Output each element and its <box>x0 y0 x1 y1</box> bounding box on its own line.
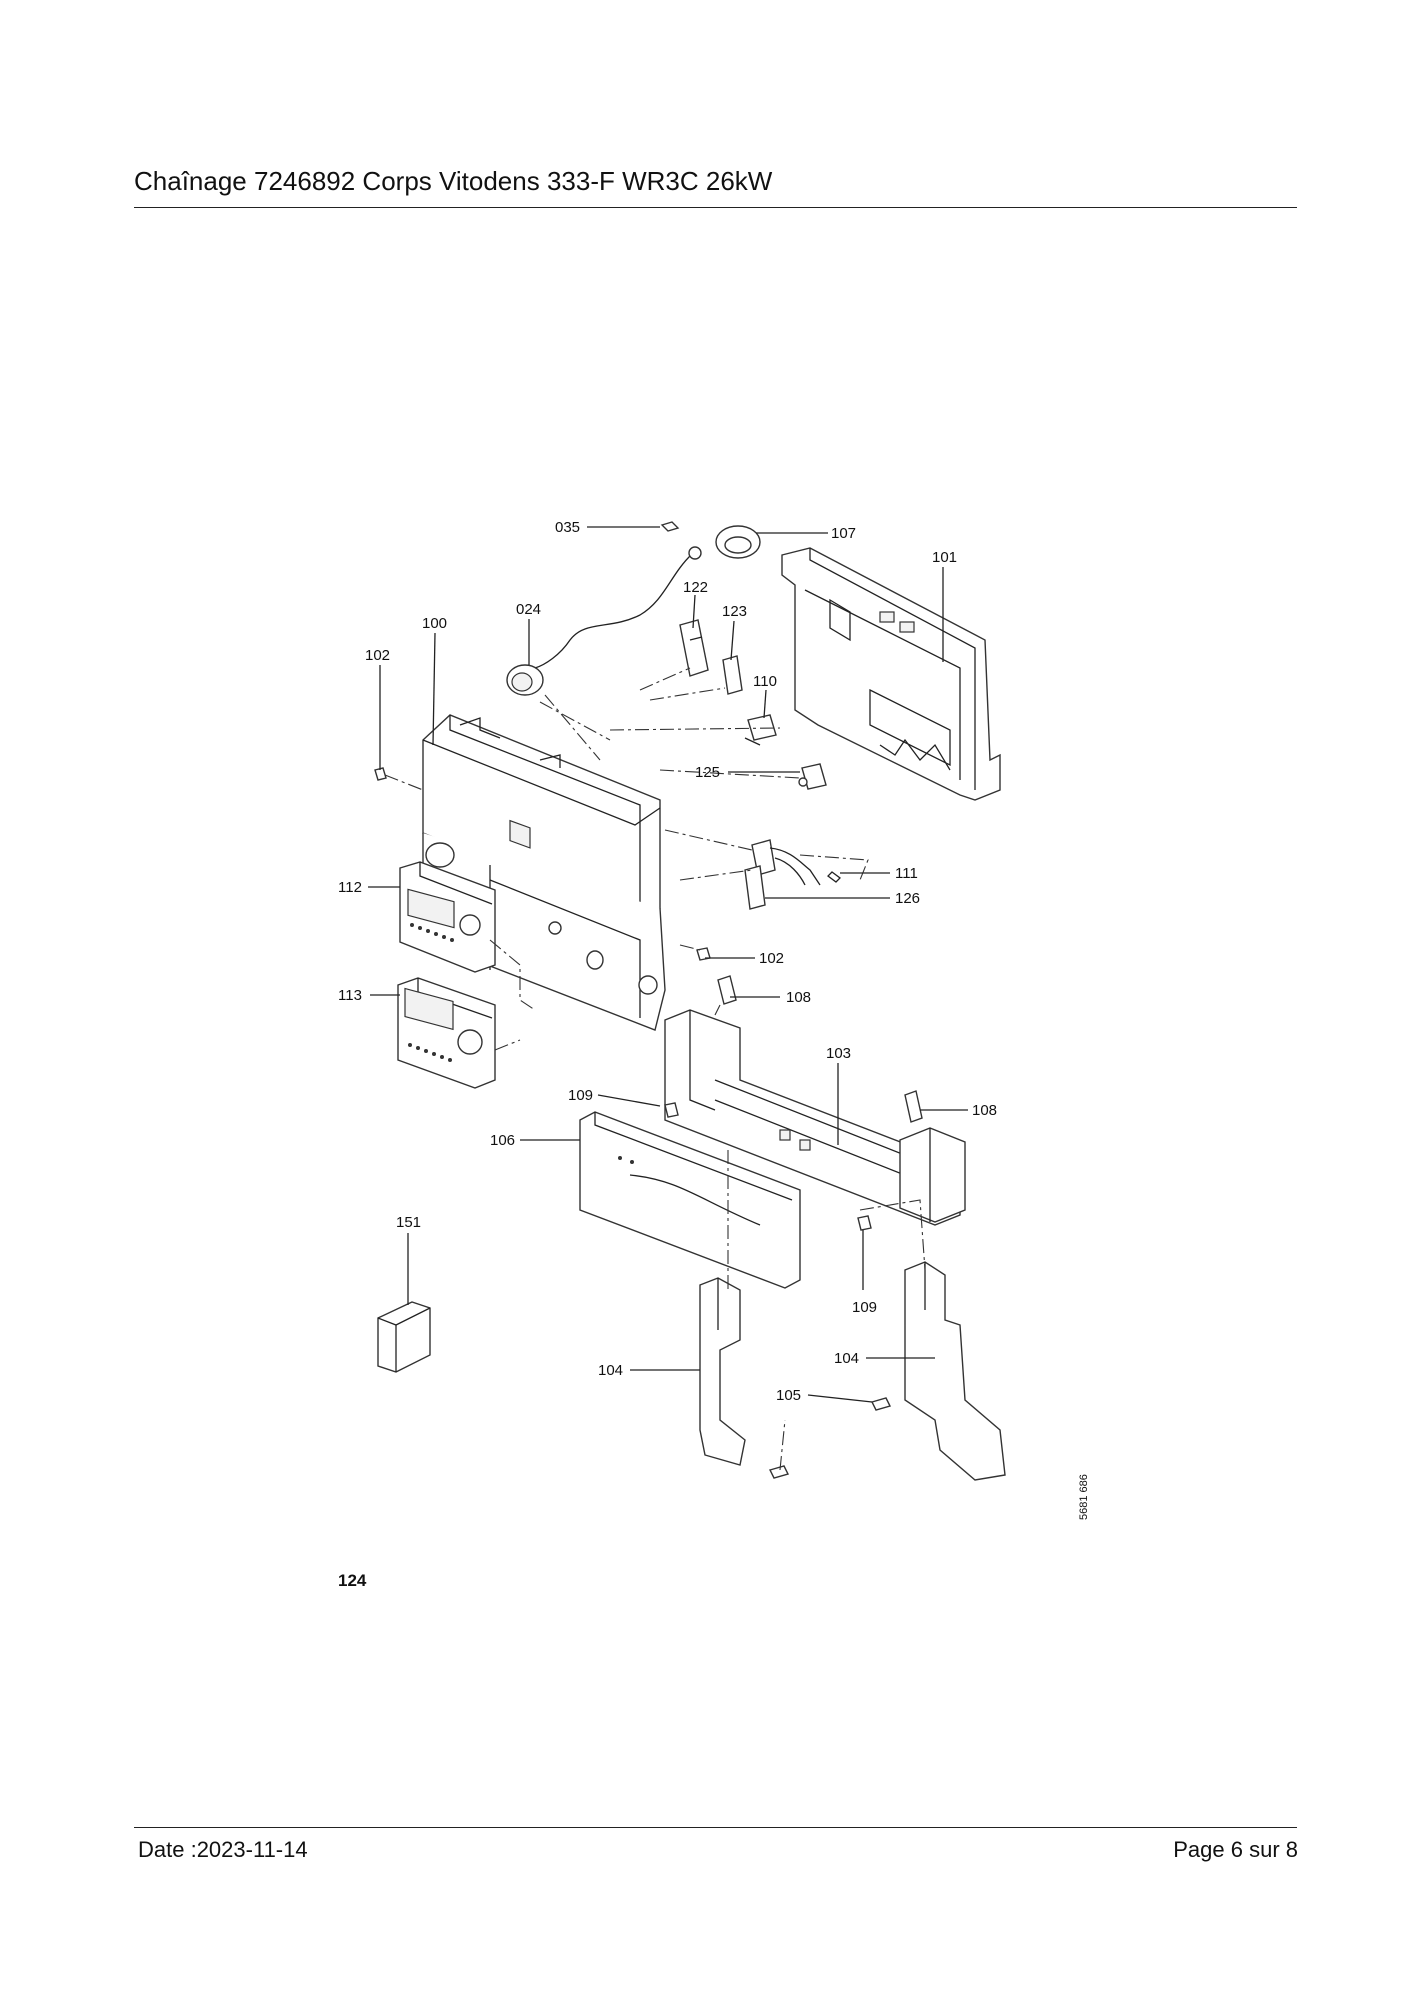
footer-date: Date :2023-11-14 <box>138 1837 308 1862</box>
callout-100: 100 <box>422 615 447 632</box>
callout-109-upper: 109 <box>568 1087 593 1104</box>
part-drawings <box>374 521 1006 1481</box>
callout-108-lower: 108 <box>972 1102 997 1119</box>
page-title: Chaînage 7246892 Corps Vitodens 333-F WR… <box>134 166 773 196</box>
footer-divider <box>134 1827 1297 1828</box>
callout-102-upper: 102 <box>365 647 390 664</box>
callout-108-upper: 108 <box>786 989 811 1006</box>
callouts: 035 107 101 122 123 024 100 102 110 125 … <box>338 519 997 1404</box>
callout-024: 024 <box>516 601 541 618</box>
callout-113: 113 <box>338 987 362 1004</box>
callout-104-left: 104 <box>598 1362 623 1379</box>
page-number: Page 6 sur 8 <box>1173 1837 1298 1862</box>
drawing-number: 5681 686 <box>1078 1474 1090 1520</box>
callout-101: 101 <box>932 549 957 566</box>
callout-102-lower: 102 <box>759 950 784 967</box>
leader-lines <box>368 526 968 1403</box>
header-divider <box>134 207 1297 208</box>
callout-151: 151 <box>396 1214 421 1231</box>
callout-103: 103 <box>826 1045 851 1062</box>
callout-110: 110 <box>753 673 777 690</box>
callout-035: 035 <box>555 519 580 536</box>
callout-126: 126 <box>895 890 920 907</box>
callout-123: 123 <box>722 603 747 620</box>
callout-104-right: 104 <box>834 1350 859 1367</box>
callout-122: 122 <box>683 579 708 596</box>
callout-106: 106 <box>490 1132 515 1149</box>
figure-id: 124 <box>338 1571 367 1590</box>
callout-125: 125 <box>695 764 720 781</box>
callout-107: 107 <box>831 525 856 542</box>
callout-111: 111 <box>895 865 918 882</box>
callout-109-lower: 109 <box>852 1299 877 1316</box>
callout-105: 105 <box>776 1387 801 1404</box>
callout-112: 112 <box>338 879 362 896</box>
